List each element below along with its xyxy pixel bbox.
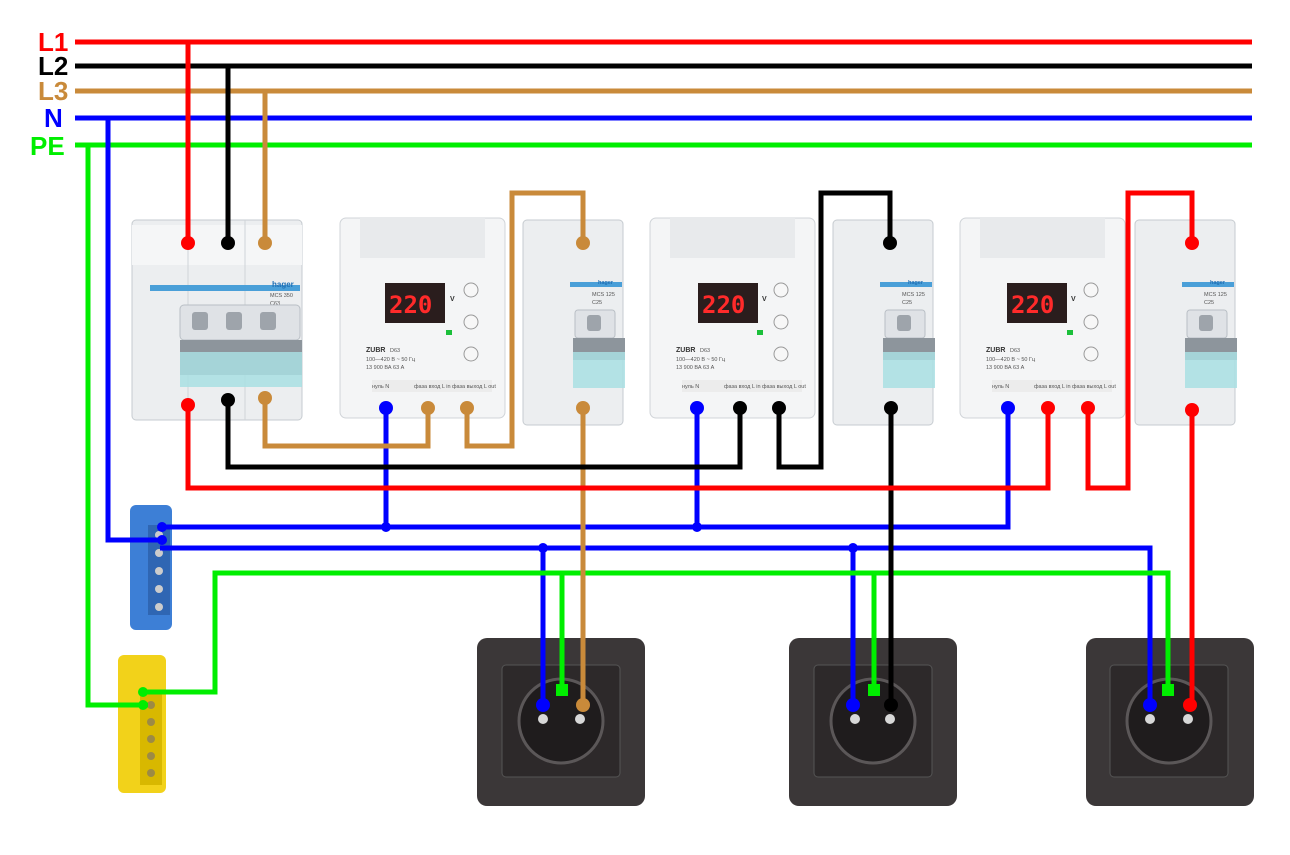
relay-spec-1: 100—420 В ~ 50 Гц bbox=[366, 357, 416, 363]
voltage-relay-2: 220 V ZUBR D63 100—420 В ~ 50 Гц 13 900 … bbox=[649, 217, 816, 419]
relay-model: D63 bbox=[390, 348, 400, 354]
term-label-out: фаза выход L out bbox=[762, 384, 806, 390]
main-breaker-rating: C63 bbox=[270, 301, 280, 307]
wire-l2-main-to-relay-2 bbox=[225, 400, 743, 470]
term-label-in: фаза вход L in bbox=[414, 384, 451, 390]
breaker-rating: C25 bbox=[592, 300, 602, 306]
relay-brand: ZUBR bbox=[986, 347, 1005, 354]
relay-spec-2: 13 900 ВА 63 А bbox=[366, 365, 405, 371]
down-button[interactable] bbox=[1083, 346, 1099, 362]
up-button[interactable] bbox=[1083, 282, 1099, 298]
relay-brand: ZUBR bbox=[676, 347, 695, 354]
bus-label-l3: L3 bbox=[38, 76, 68, 106]
junctions bbox=[138, 522, 858, 710]
menu-button[interactable] bbox=[773, 314, 789, 330]
voltage-unit: V bbox=[1071, 296, 1076, 303]
voltage-unit: V bbox=[762, 296, 767, 303]
menu-button[interactable] bbox=[1083, 314, 1099, 330]
branch-breaker-3: hager MCS 125 C25 bbox=[1134, 219, 1237, 426]
term-label-n: нуль N bbox=[682, 384, 699, 390]
down-button[interactable] bbox=[463, 346, 479, 362]
term-label-n: нуль N bbox=[992, 384, 1009, 390]
breaker-model: MCS 125 bbox=[902, 292, 925, 298]
breaker-rating: C25 bbox=[902, 300, 912, 306]
wire-l3-relay-1-to-breaker-1 bbox=[464, 190, 586, 449]
term-label-in: фаза вход L in bbox=[1034, 384, 1071, 390]
term-label-out: фаза выход L out bbox=[1072, 384, 1116, 390]
term-label-in: фаза вход L in bbox=[724, 384, 761, 390]
bus-label-l2: L2 bbox=[38, 51, 68, 81]
voltage-relay-3: 220 V ZUBR D63 100—420 В ~ 50 Гц 13 900 … bbox=[959, 217, 1126, 419]
led-indicator bbox=[446, 330, 452, 335]
main-breaker: hager MCS 350 C63 bbox=[131, 219, 303, 421]
voltage-relay-1: 220 V ZUBR D63 100—420 В ~ 50 Гц 13 900 … bbox=[339, 217, 506, 419]
menu-button[interactable] bbox=[463, 314, 479, 330]
wire-pe-distribution bbox=[143, 570, 1171, 695]
breaker-rating: C25 bbox=[1204, 300, 1214, 306]
wires bbox=[75, 39, 1252, 708]
main-breaker-brand: hager bbox=[272, 280, 294, 289]
relay-spec-2: 13 900 ВА 63 А bbox=[986, 365, 1025, 371]
breaker-model: MCS 125 bbox=[1204, 292, 1227, 298]
led-indicator bbox=[757, 330, 763, 335]
wire-l3-main-to-relay-1 bbox=[262, 398, 431, 449]
term-label-n: нуль N bbox=[372, 384, 389, 390]
led-indicator bbox=[1067, 330, 1073, 335]
breaker-brand: hager bbox=[598, 280, 614, 286]
relay-spec-1: 100—420 В ~ 50 Гц bbox=[986, 357, 1036, 363]
wire-n-distribution-upper bbox=[160, 408, 1011, 530]
voltage-display: 220 bbox=[389, 291, 432, 319]
main-breaker-model: MCS 350 bbox=[270, 293, 293, 299]
wire-l1-main-to-relay-3 bbox=[185, 405, 1051, 491]
wire-n-to-block bbox=[105, 118, 160, 543]
breaker-brand: hager bbox=[908, 280, 924, 286]
relay-spec-1: 100—420 В ~ 50 Гц bbox=[676, 357, 726, 363]
wire-l1-relay-3-to-breaker-3 bbox=[1085, 190, 1195, 491]
ground-terminal-block bbox=[118, 655, 166, 793]
bus-label-pe: PE bbox=[30, 131, 65, 161]
wire-l2-relay-2-to-breaker-2 bbox=[776, 190, 893, 470]
branch-breaker-2: hager MCS 125 C25 bbox=[832, 219, 935, 426]
relay-brand: ZUBR bbox=[366, 347, 385, 354]
up-button[interactable] bbox=[463, 282, 479, 298]
bus-labels: L1 L2 L3 N PE bbox=[30, 27, 68, 161]
wire-n-distribution-lower bbox=[160, 545, 1153, 705]
bus-label-n: N bbox=[44, 103, 63, 133]
breaker-brand: hager bbox=[1210, 280, 1226, 286]
relay-spec-2: 13 900 ВА 63 А bbox=[676, 365, 715, 371]
voltage-display: 220 bbox=[702, 291, 745, 319]
branch-breaker-1: hager MCS 125 C25 bbox=[522, 219, 625, 426]
relay-model: D63 bbox=[700, 348, 710, 354]
terminals bbox=[181, 236, 1199, 712]
term-label-out: фаза выход L out bbox=[452, 384, 496, 390]
voltage-unit: V bbox=[450, 296, 455, 303]
bus-label-l1: L1 bbox=[38, 27, 68, 57]
voltage-display: 220 bbox=[1011, 291, 1054, 319]
relay-model: D63 bbox=[1010, 348, 1020, 354]
breaker-model: MCS 125 bbox=[592, 292, 615, 298]
wire-pe-to-block bbox=[85, 145, 148, 708]
up-button[interactable] bbox=[773, 282, 789, 298]
down-button[interactable] bbox=[773, 346, 789, 362]
